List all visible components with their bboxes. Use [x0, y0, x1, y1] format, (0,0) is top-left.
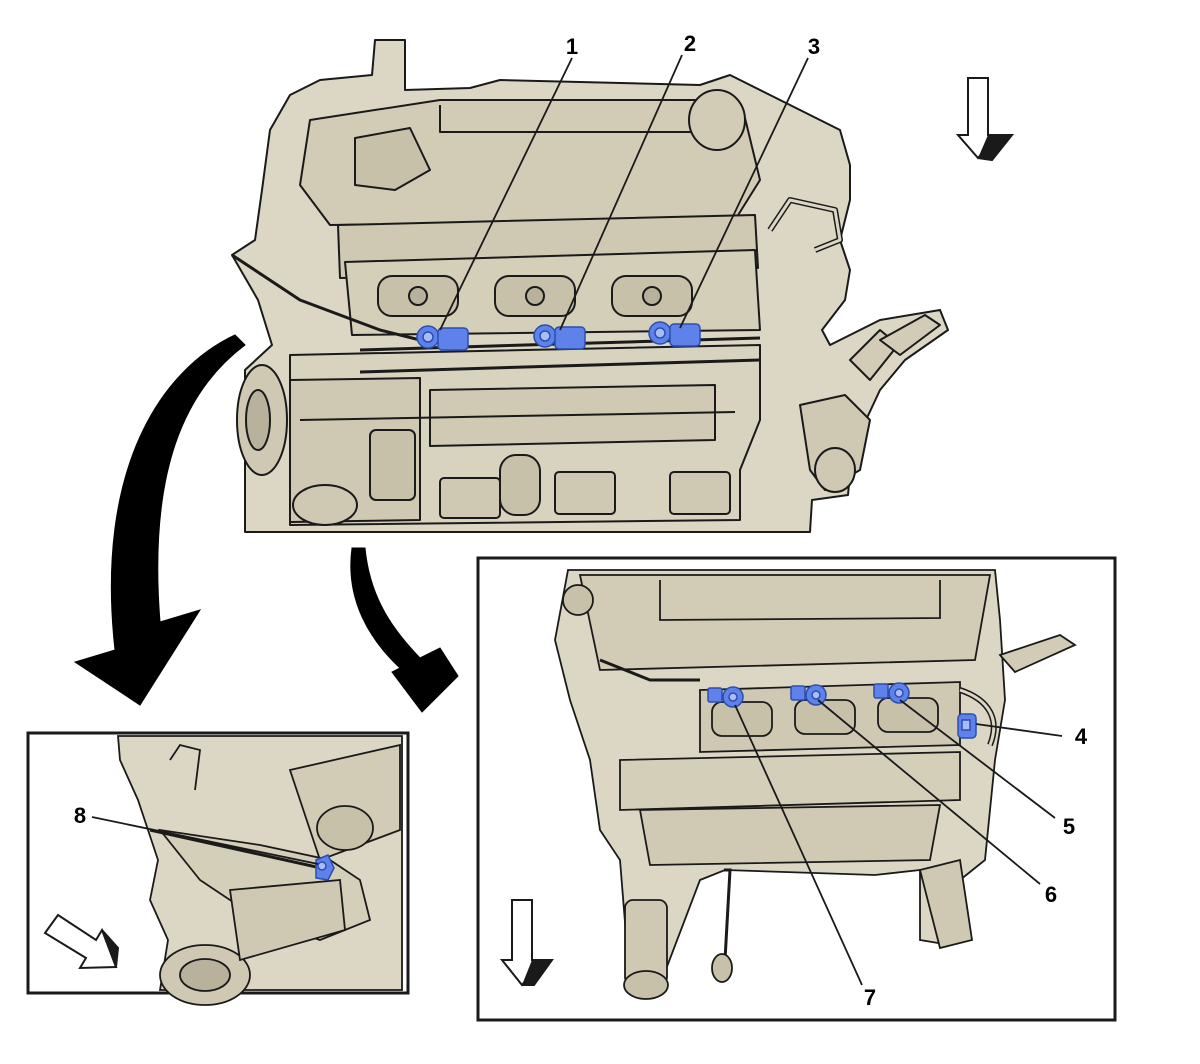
highlighted-part-3	[648, 321, 701, 347]
callout-2: 2	[684, 31, 696, 56]
highlighted-part-1	[416, 325, 469, 351]
curved-arrow-to-right-inset	[350, 547, 459, 713]
leader-line-8	[91, 816, 319, 865]
highlighted-part-7	[707, 686, 744, 708]
highlighted-part-2	[533, 324, 586, 350]
callout-3: 3	[808, 34, 820, 59]
leader-line-4	[975, 723, 1063, 737]
callout-4: 4	[1075, 724, 1088, 749]
leader-line-6	[817, 699, 1041, 885]
callout-7: 7	[864, 985, 876, 1010]
leader-line-1	[439, 57, 573, 331]
detail-view-right	[554, 569, 1077, 1000]
highlighted-part-5	[873, 682, 910, 704]
curved-arrow-to-left-inset	[73, 334, 246, 706]
view-direction-arrow-left-inset	[43, 913, 120, 970]
leader-line-2	[559, 54, 683, 331]
leader-line-3	[679, 57, 809, 329]
view-direction-arrow-top	[955, 77, 1015, 162]
main-engine-view	[231, 39, 949, 533]
highlighted-part-6	[790, 684, 827, 706]
callout-5: 5	[1063, 814, 1075, 839]
callout-6: 6	[1045, 882, 1057, 907]
callout-8: 8	[74, 803, 86, 828]
callout-1: 1	[566, 34, 578, 59]
detail-view-left	[117, 735, 403, 1006]
highlighted-part-8	[315, 854, 335, 881]
leader-line-7	[734, 704, 863, 986]
leader-line-5	[899, 699, 1056, 819]
highlighted-part-4	[957, 713, 977, 739]
view-direction-arrow-right-inset	[499, 899, 554, 987]
